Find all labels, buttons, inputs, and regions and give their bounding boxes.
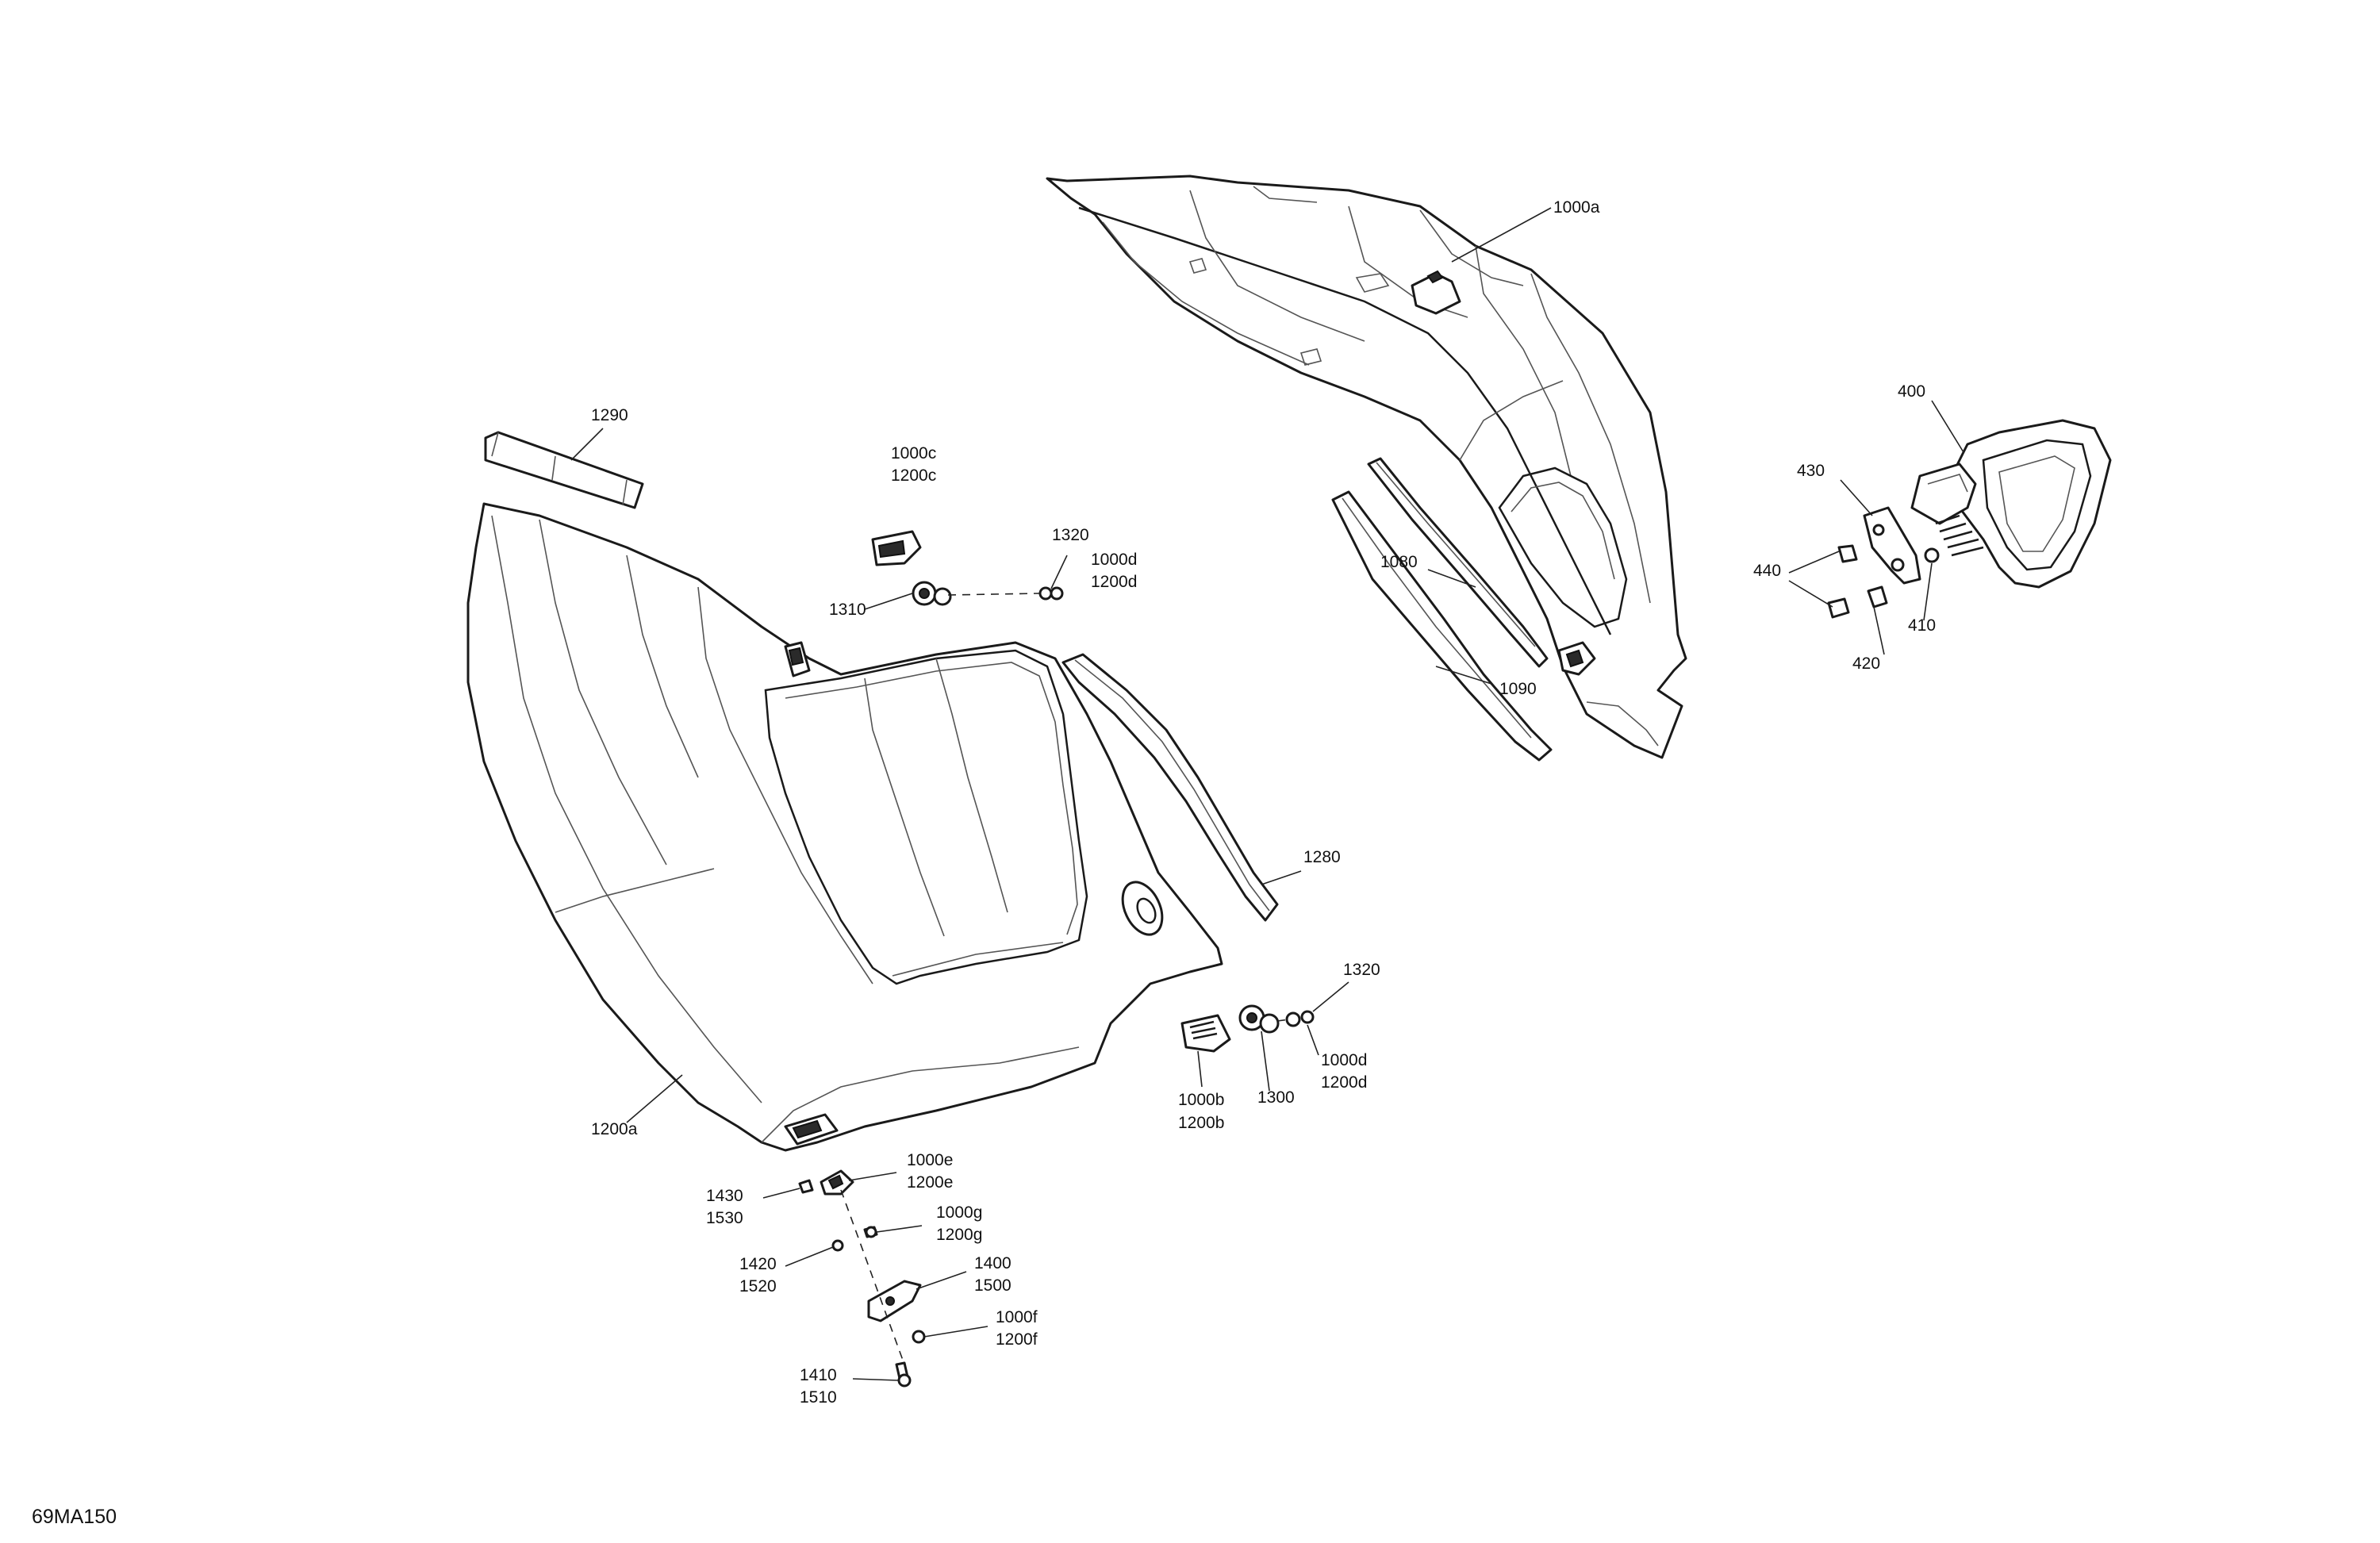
callout-1200g: 1200g [936, 1226, 982, 1244]
upper-door-panel-1000a [1046, 175, 1687, 759]
callout-1200d-top: 1200d [1091, 573, 1137, 591]
callout-1500: 1500 [974, 1276, 1012, 1295]
callout-1000g: 1000g [936, 1203, 982, 1222]
leader-lines [570, 207, 1964, 1381]
callout-1200c: 1200c [891, 466, 936, 485]
washer-1320-bottom [1285, 1010, 1315, 1027]
callout-1000d-top: 1000d [1091, 551, 1137, 569]
callout-1320-bottom: 1320 [1343, 961, 1380, 979]
callout-1400: 1400 [974, 1254, 1012, 1272]
callout-420: 420 [1852, 654, 1880, 673]
callout-1290: 1290 [591, 406, 628, 424]
callout-1090: 1090 [1499, 680, 1537, 698]
callout-1320-top: 1320 [1052, 526, 1089, 544]
seal-strip-1080 [1331, 490, 1553, 762]
seal-strip-1280 [1061, 653, 1279, 922]
callout-410: 410 [1908, 616, 1936, 635]
callout-1200f: 1200f [996, 1330, 1038, 1349]
callout-1410: 1410 [800, 1366, 837, 1384]
callout-1420: 1420 [739, 1255, 777, 1273]
callout-1080: 1080 [1380, 553, 1418, 571]
figure-id: 69MA150 [32, 1506, 117, 1528]
callout-1430: 1430 [706, 1187, 743, 1205]
seal-strip-1090 [1367, 457, 1549, 668]
callout-labels: 1000a 400 430 440 410 420 1080 1090 1290… [591, 198, 1936, 1407]
callout-1000f: 1000f [996, 1308, 1038, 1326]
lower-door-panel-1200a [466, 502, 1223, 1152]
callout-400: 400 [1898, 382, 1925, 401]
seal-strip-1290 [484, 431, 644, 509]
hinge-cover-1000b [1180, 1014, 1231, 1053]
callout-430: 430 [1797, 462, 1825, 480]
callout-1510: 1510 [800, 1388, 837, 1407]
handle-assembly-400 [1827, 419, 2112, 619]
callout-1000d-bottom: 1000d [1321, 1051, 1367, 1069]
washer-1320-top [1038, 586, 1064, 601]
callout-1000e: 1000e [907, 1151, 953, 1169]
callout-1000b: 1000b [1178, 1091, 1224, 1109]
hinge-1300 [1238, 1004, 1280, 1034]
callout-1530: 1530 [706, 1209, 743, 1227]
callout-1200d-bottom: 1200d [1321, 1073, 1367, 1092]
callout-1520: 1520 [739, 1277, 777, 1295]
callout-1200b: 1200b [1178, 1114, 1224, 1132]
callout-1000c: 1000c [891, 444, 936, 463]
callout-1200e: 1200e [907, 1173, 953, 1192]
callout-1300: 1300 [1257, 1088, 1295, 1107]
callout-440: 440 [1753, 562, 1781, 580]
hinge-cover-1000c [871, 530, 922, 566]
callout-1280: 1280 [1303, 848, 1341, 866]
callout-1200a: 1200a [591, 1120, 638, 1138]
hinge-1310 [912, 581, 952, 606]
lower-hinge-stack [798, 1169, 926, 1388]
callout-1310: 1310 [829, 601, 866, 619]
callout-1000a: 1000a [1553, 198, 1600, 217]
